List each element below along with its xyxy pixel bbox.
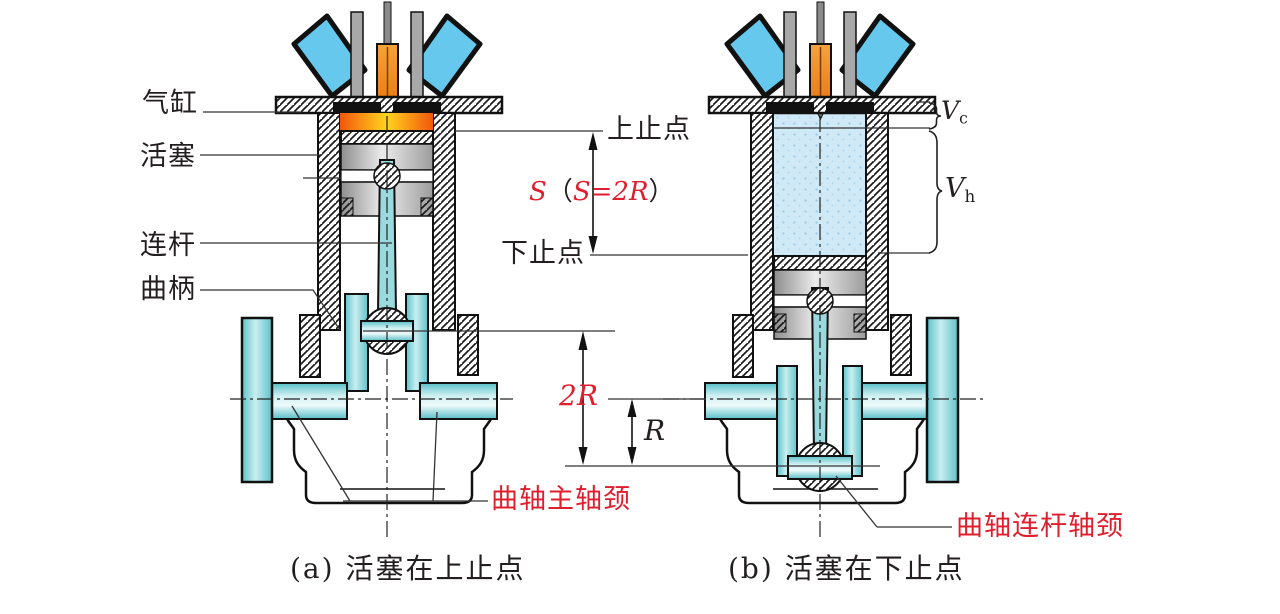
- main-journal-leader-2: [432, 411, 438, 502]
- caption-a: (a) 活塞在上止点: [290, 552, 526, 585]
- stroke-arrow-head-up: [588, 132, 598, 150]
- two-r-arrow-head-up: [578, 331, 588, 350]
- stroke-paren-close: ）: [648, 177, 675, 207]
- main-journal-b-left: [704, 382, 778, 420]
- main-journal-b-right: [861, 382, 929, 420]
- label-cylinder: 气缸: [142, 88, 198, 119]
- stroke-arrow-head-down: [588, 236, 598, 254]
- engine-b: [663, 2, 985, 540]
- label-crankpin-journal: 曲轴连杆轴颈: [956, 511, 1124, 542]
- dimension-arrows: [578, 132, 637, 465]
- engine-a: [230, 2, 513, 540]
- main-journal-a-right: [419, 382, 498, 420]
- stroke-paren-open: （: [546, 177, 573, 207]
- label-piston: 活塞: [140, 141, 196, 172]
- vc-base: V: [941, 96, 960, 125]
- r-arrow-head-down: [627, 447, 637, 465]
- flywheel-b: [925, 316, 960, 484]
- flywheel-a: [240, 316, 274, 484]
- crank-web-a-right: [405, 293, 429, 392]
- main-journal-leader-1: [291, 405, 351, 502]
- caption-b: (b) 活塞在下止点: [728, 552, 965, 585]
- label-vc: Vc: [941, 96, 969, 128]
- crank-web-a-left: [344, 293, 369, 392]
- vc-sub: c: [959, 109, 969, 128]
- piston-a-boss-left: [340, 197, 354, 217]
- dimension-lines: [200, 101, 952, 528]
- piston-b-boss-right: [853, 313, 867, 333]
- stroke-s: S: [529, 177, 547, 207]
- label-main-journal: 曲轴主轴颈: [491, 484, 631, 515]
- two-r-arrow-head-down: [578, 447, 588, 465]
- label-bdc: 下止点: [501, 238, 585, 269]
- vh-brace: [928, 130, 943, 254]
- label-two-r: 2R: [559, 379, 598, 412]
- label-tdc: 上止点: [607, 114, 691, 145]
- crankpin-journal-leader: [835, 475, 878, 528]
- crank-leader-line: [200, 289, 341, 331]
- stroke-body: S=2R: [572, 177, 649, 207]
- piston-b-boss-left: [773, 313, 787, 333]
- label-connecting-rod: 连杆: [140, 230, 196, 261]
- piston-a-boss-right: [420, 197, 434, 217]
- label-r: R: [644, 414, 666, 447]
- r-arrow-head-up: [627, 399, 637, 417]
- label-vh: Vh: [945, 173, 977, 207]
- volume-braces: [928, 102, 943, 254]
- label-stroke-formula: S（S=2R）: [529, 177, 675, 207]
- vh-sub: h: [964, 186, 977, 207]
- main-journal-a-left: [271, 382, 348, 420]
- label-crank: 曲柄: [140, 274, 196, 305]
- vc-brace: [928, 102, 942, 130]
- vh-base: V: [945, 173, 965, 204]
